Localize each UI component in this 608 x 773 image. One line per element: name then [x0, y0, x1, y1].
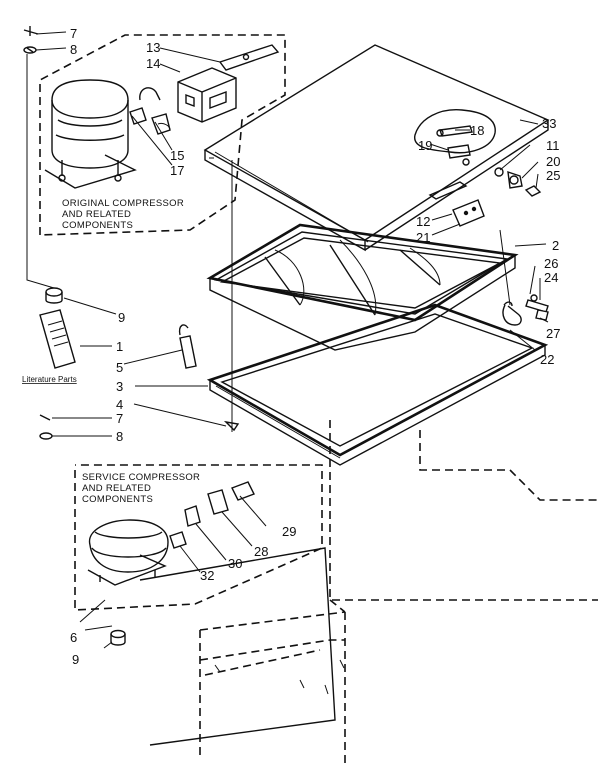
callout-7-top: 7 — [70, 26, 77, 41]
trim-frame — [206, 303, 549, 466]
callout-22: 22 — [540, 352, 554, 367]
grommet-lower — [110, 629, 126, 646]
callout-12: 12 — [416, 214, 430, 229]
callout-29: 29 — [282, 524, 296, 539]
literature-booklet — [39, 309, 76, 369]
callout-5: 5 — [116, 360, 123, 375]
callout-19: 19 — [418, 138, 432, 153]
callout-2: 2 — [552, 238, 559, 253]
leader-lines — [26, 31, 549, 649]
callout-1: 1 — [116, 339, 123, 354]
callout-9-upper: 9 — [118, 310, 125, 325]
callout-32: 32 — [200, 568, 214, 583]
callout-30: 30 — [228, 556, 242, 571]
original-compressor-caption: ORIGINAL COMPRESSOR AND RELATED COMPONEN… — [62, 198, 184, 231]
service-panel — [139, 547, 336, 746]
cabinet-outline — [199, 420, 598, 765]
callout-24: 24 — [544, 270, 558, 285]
service-caption-line-1: SERVICE COMPRESSOR — [82, 472, 200, 483]
original-compressor-group — [39, 34, 286, 236]
callout-14: 14 — [146, 56, 160, 71]
callout-6: 6 — [70, 630, 77, 645]
service-caption-line-3: COMPONENTS — [82, 494, 153, 505]
hinge-parts — [502, 294, 549, 326]
original-caption-line-3: COMPONENTS — [62, 220, 133, 231]
callout-17: 17 — [170, 163, 184, 178]
lid — [203, 44, 550, 252]
service-compressor-caption: SERVICE COMPRESSOR AND RELATED COMPONENT… — [82, 472, 200, 505]
lock-parts — [436, 125, 542, 197]
literature-parts-label: Literature Parts — [22, 375, 77, 384]
grommet-upper — [45, 287, 63, 304]
callout-25: 25 — [546, 168, 560, 183]
callouts: 7 8 13 14 15 17 33 18 19 11 20 25 12 21 … — [70, 26, 560, 667]
callout-26: 26 — [544, 256, 558, 271]
service-compressor-group — [74, 464, 323, 611]
screw-washer-top — [23, 26, 39, 54]
callout-18: 18 — [470, 123, 484, 138]
callout-13: 13 — [146, 40, 160, 55]
original-caption-line-1: ORIGINAL COMPRESSOR — [62, 198, 184, 209]
service-caption-line-2: AND RELATED — [82, 483, 151, 494]
original-caption-line-2: AND RELATED — [62, 209, 131, 220]
callout-4: 4 — [116, 397, 123, 412]
callout-7-bottom: 7 — [116, 411, 123, 426]
thermostat-bulb — [178, 324, 197, 369]
callout-3: 3 — [116, 379, 123, 394]
callout-8-bottom: 8 — [116, 429, 123, 444]
callout-8-top: 8 — [70, 42, 77, 57]
callout-9-lower: 9 — [72, 652, 79, 667]
callout-28: 28 — [254, 544, 268, 559]
callout-15: 15 — [170, 148, 184, 163]
liner-gasket — [206, 223, 519, 351]
latch-bracket — [452, 199, 485, 227]
callout-20: 20 — [546, 154, 560, 169]
callout-27: 27 — [546, 326, 560, 341]
screw-washer-bottom — [39, 414, 53, 440]
callout-21: 21 — [416, 230, 430, 245]
callout-11: 11 — [546, 138, 560, 153]
callout-33: 33 — [542, 116, 556, 131]
